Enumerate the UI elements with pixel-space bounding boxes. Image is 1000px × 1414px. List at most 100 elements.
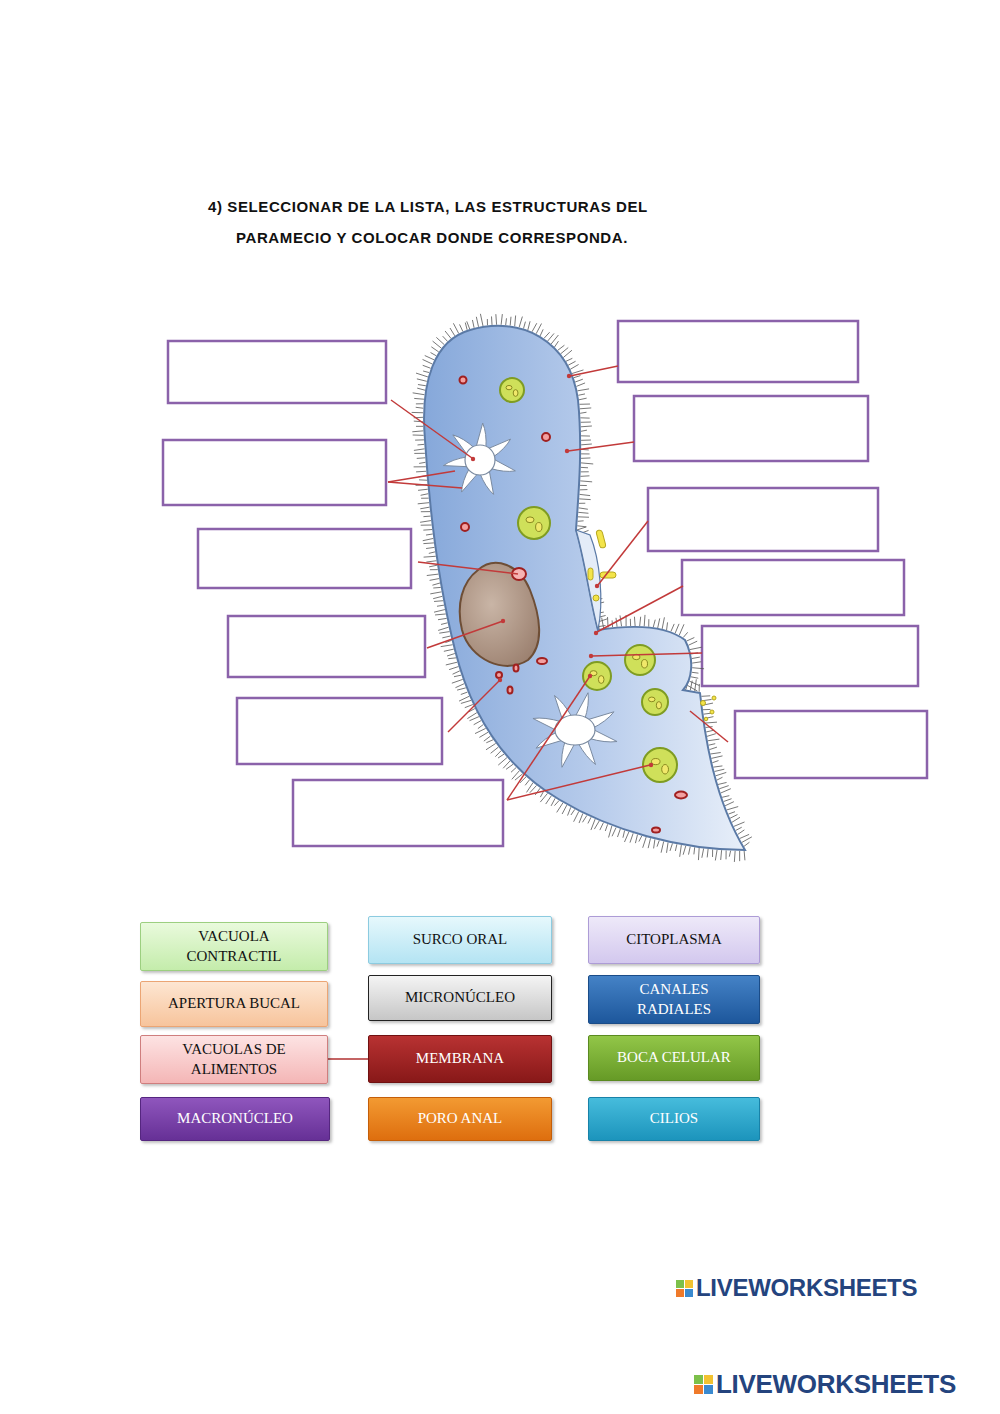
cilium	[554, 801, 559, 806]
cilium	[415, 439, 424, 440]
cilium	[579, 498, 590, 500]
cilium	[540, 329, 543, 336]
cilium	[420, 507, 429, 509]
cilium	[702, 848, 704, 857]
cilium	[416, 373, 428, 377]
cilium	[712, 849, 713, 857]
cilium	[457, 688, 466, 690]
cilium	[707, 734, 716, 737]
watermark: LIVEWORKSHEETS	[696, 1274, 917, 1302]
cilium	[581, 422, 591, 423]
cilium	[709, 747, 717, 749]
cilium	[738, 830, 745, 835]
cilium	[423, 371, 429, 373]
label-card: MACRONÚCLEO	[140, 1097, 330, 1141]
label-card: CILIOS	[588, 1097, 760, 1141]
cilium	[476, 317, 478, 327]
cilium	[736, 827, 742, 830]
cilium	[480, 314, 483, 326]
cilium	[703, 709, 711, 710]
cilium	[413, 393, 425, 395]
cilium	[577, 527, 586, 530]
cilium	[620, 615, 622, 626]
cilium	[430, 592, 441, 594]
cilium	[414, 398, 424, 400]
cilium	[717, 777, 723, 780]
cilium	[692, 668, 704, 669]
connector-line	[328, 1058, 368, 1060]
cilium	[418, 385, 426, 386]
cilium	[679, 624, 684, 635]
structure-name: APERTURA BUCAL	[168, 994, 300, 1014]
cilium	[734, 822, 745, 826]
cilium	[719, 786, 728, 789]
cilium	[581, 430, 587, 431]
cilium	[527, 783, 533, 793]
cilium	[486, 740, 493, 743]
cilium	[581, 425, 592, 427]
cell-body	[424, 326, 745, 850]
cilium	[435, 614, 446, 615]
cilium	[695, 679, 697, 691]
cilium	[675, 844, 677, 851]
cilium	[712, 761, 718, 763]
cilium	[438, 627, 448, 630]
cilium	[420, 521, 431, 523]
cilium	[562, 805, 567, 814]
cilium	[591, 819, 595, 830]
cilium	[414, 453, 425, 454]
cilium	[525, 780, 529, 786]
cilium	[732, 817, 740, 822]
leader-dots	[471, 374, 653, 767]
cilium	[705, 722, 717, 724]
cilium	[519, 317, 522, 328]
cilium	[421, 494, 429, 496]
watermark: LIVEWORKSHEETS	[716, 1369, 956, 1400]
cilium	[430, 579, 440, 581]
label-card: APERTURA BUCAL	[140, 981, 328, 1027]
cilium	[506, 764, 513, 769]
cilium	[505, 318, 507, 325]
cilium	[730, 815, 737, 819]
cilium	[740, 834, 749, 838]
cilium	[445, 331, 451, 339]
cilium	[433, 341, 442, 348]
cilium	[692, 662, 701, 663]
cilium	[475, 728, 486, 733]
cilium	[742, 837, 752, 843]
cilium	[718, 782, 727, 784]
cilium	[426, 534, 433, 535]
cilium	[412, 430, 423, 432]
cilium	[571, 809, 575, 815]
label-card: VACUOLA CONTRACTIL	[140, 922, 328, 971]
cilium	[424, 556, 436, 558]
cilium	[580, 485, 587, 486]
cilium	[581, 463, 593, 464]
cilium	[580, 494, 591, 495]
cilium	[744, 842, 749, 846]
cilium	[461, 700, 471, 703]
cilium	[639, 836, 642, 842]
cilium	[436, 337, 444, 344]
structure-name: MACRONÚCLEO	[177, 1109, 293, 1129]
cilium	[418, 489, 428, 490]
cilium	[690, 647, 702, 649]
cilium	[557, 803, 563, 813]
cilium	[450, 328, 455, 336]
cilium	[454, 675, 461, 677]
cilium	[683, 846, 686, 855]
food-vacuole	[625, 645, 655, 675]
cilium	[472, 320, 474, 328]
cilium	[566, 358, 573, 361]
cilium	[438, 618, 447, 619]
cilium	[581, 471, 589, 472]
title: 4) SELECCIONAR DE LA LISTA, LAS ESTRUCTU…	[208, 191, 748, 253]
cilium	[465, 323, 467, 330]
cilium	[416, 426, 423, 427]
structure-name: CILIOS	[650, 1109, 698, 1129]
cilium	[442, 636, 450, 638]
cilium	[524, 322, 526, 329]
cilium	[662, 617, 664, 629]
structure-name: PORO ANAL	[418, 1109, 503, 1129]
cilium	[423, 516, 430, 518]
